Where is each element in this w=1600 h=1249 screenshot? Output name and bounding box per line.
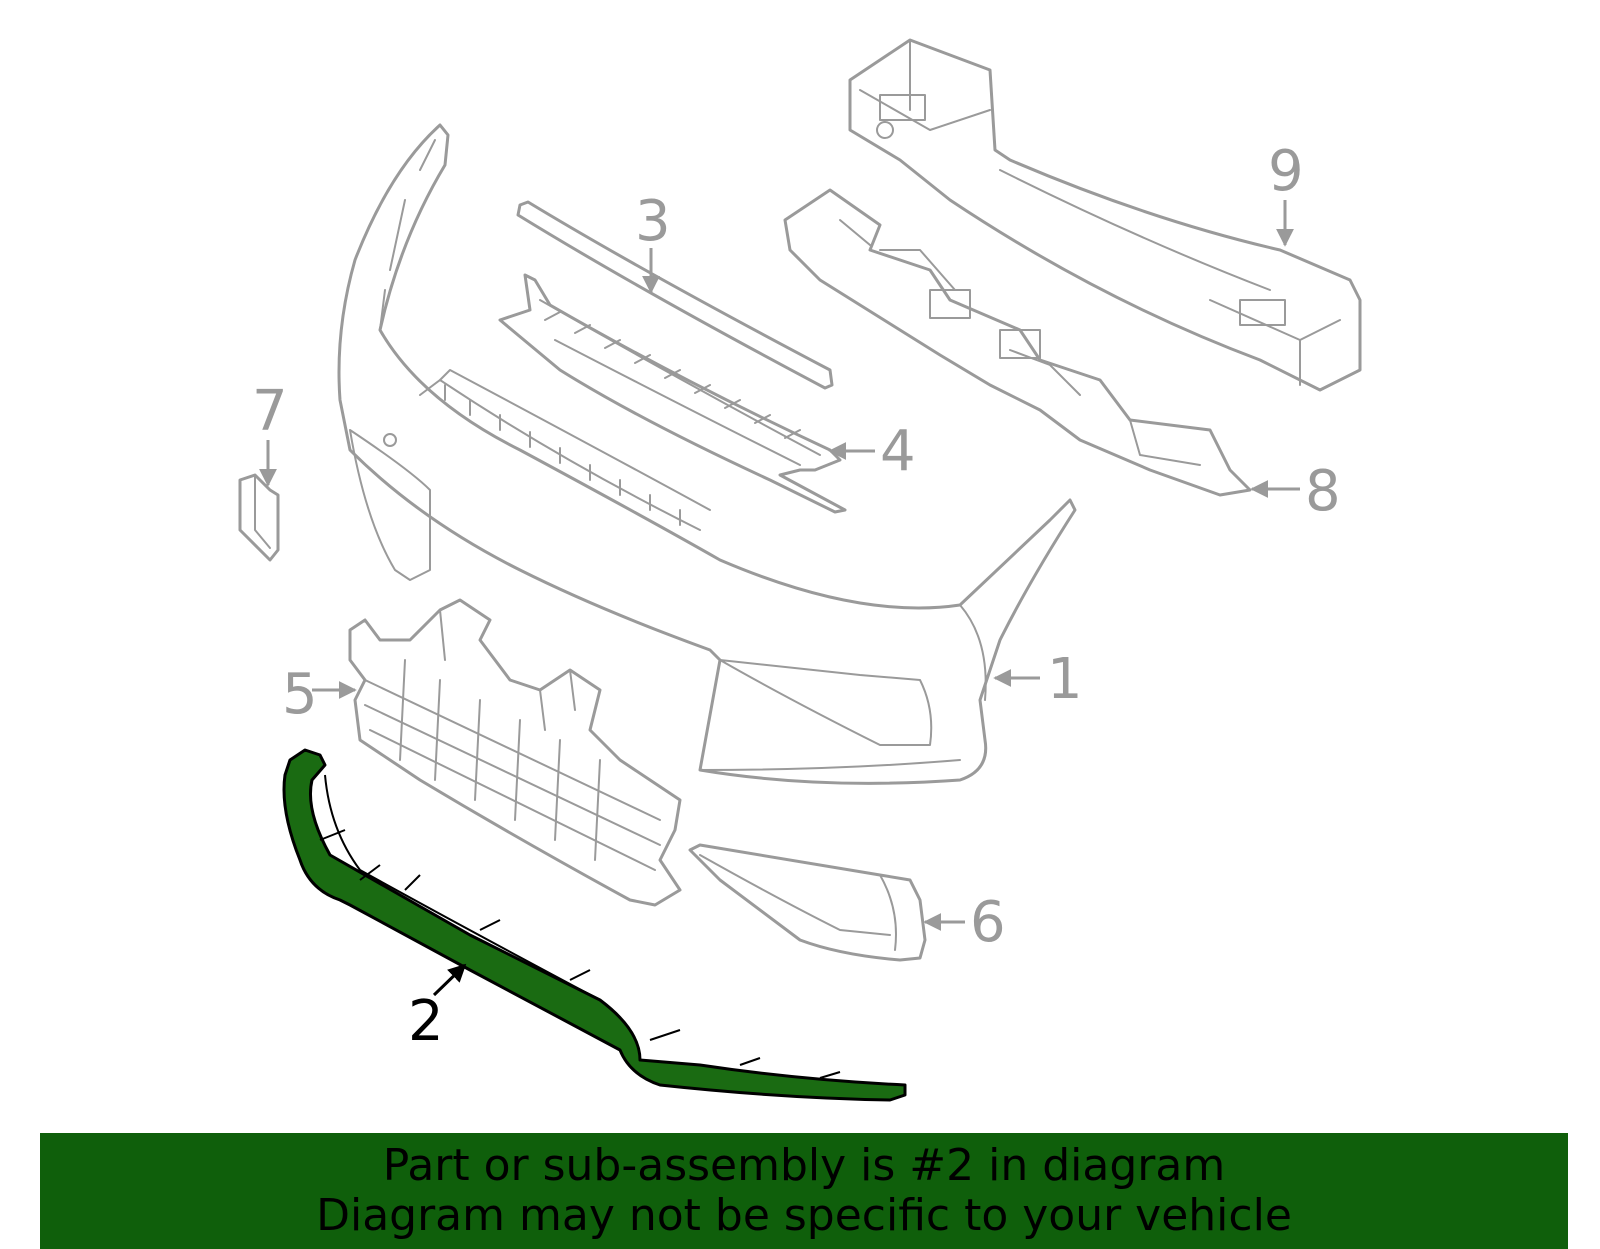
part-5-lower-grille [348,598,682,907]
part-1-bumper-cover [337,123,1077,785]
part-3-trim-strip [516,200,834,390]
info-banner: Part or sub-assembly is #2 in diagram Di… [40,1133,1568,1249]
callout-7-label: 7 [252,379,288,444]
callout-2-arrow [432,963,467,997]
callout-1-label: 1 [1047,647,1083,712]
banner-line-part-info: Part or sub-assembly is #2 in diagram [382,1140,1226,1191]
callout-8-label: 8 [1305,459,1341,524]
part-9-reinforcement-beam [848,38,1362,392]
part-2-lower-spoiler [282,748,907,1102]
callout-3-label: 3 [635,189,671,254]
part-4-grille-bracket [498,273,847,514]
callout-6-label: 6 [970,890,1006,955]
callout-9-label: 9 [1268,139,1304,204]
callout-5-label: 5 [282,662,318,727]
part-8-energy-absorber [783,188,1252,497]
callout-4-label: 4 [880,419,916,484]
banner-line-disclaimer: Diagram may not be specific to your vehi… [316,1190,1292,1241]
part-7-sensor-bracket [238,473,280,562]
callout-2-label: 2 [408,989,444,1054]
part-6-fog-lamp-bezel [688,843,927,962]
